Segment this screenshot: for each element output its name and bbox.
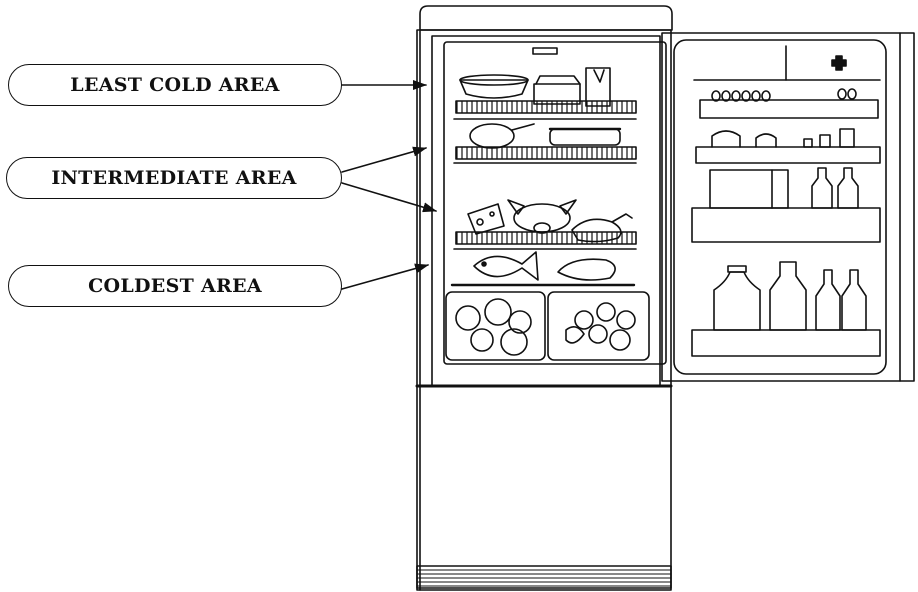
jar-icon bbox=[712, 131, 740, 147]
butter-box-icon bbox=[710, 170, 788, 208]
bottle-icon bbox=[812, 168, 832, 208]
small-bottle-icon bbox=[804, 139, 812, 147]
jar-icon bbox=[756, 134, 776, 147]
crisper-drawer-right bbox=[548, 292, 649, 360]
shelf-2-food bbox=[470, 124, 620, 148]
door-shelf-1 bbox=[696, 147, 880, 163]
pan-icon bbox=[470, 124, 514, 148]
arrow-intermediate-lower bbox=[342, 183, 436, 211]
cheese-hole bbox=[490, 212, 494, 216]
fridge-cabinet bbox=[417, 30, 671, 590]
bottle-icon bbox=[838, 168, 858, 208]
fridge-interior bbox=[444, 42, 666, 364]
fridge-top-cap bbox=[420, 6, 672, 30]
shelf-3 bbox=[456, 232, 636, 244]
shelf-1 bbox=[456, 101, 636, 113]
fruit-icon bbox=[589, 325, 607, 343]
apple-icon bbox=[471, 329, 493, 351]
light-switch bbox=[533, 48, 557, 54]
apple-icon bbox=[485, 299, 511, 325]
egg-icon bbox=[848, 89, 856, 99]
pan-handle bbox=[512, 124, 534, 130]
steak-icon bbox=[558, 259, 615, 280]
fridge-interior-frame bbox=[432, 36, 660, 386]
egg-icon bbox=[838, 89, 846, 99]
arrow-intermediate-upper bbox=[342, 148, 426, 172]
cross-symbol-icon bbox=[832, 56, 846, 70]
fish-eye bbox=[482, 262, 486, 266]
arrow-coldest bbox=[342, 265, 428, 289]
door-shelf-2 bbox=[692, 208, 880, 242]
milk-bottle-icon bbox=[770, 262, 806, 330]
egg-tray bbox=[700, 100, 878, 118]
jug-cap bbox=[728, 266, 746, 272]
tall-bottle-icon bbox=[816, 270, 840, 330]
fruit-icon bbox=[610, 330, 630, 350]
bowl-icon bbox=[460, 80, 528, 98]
carton-flap bbox=[594, 70, 604, 82]
small-bottle-icon bbox=[820, 135, 830, 147]
crisper-drawers bbox=[446, 292, 649, 360]
container-lid bbox=[536, 76, 580, 84]
open-door bbox=[662, 33, 914, 381]
pig-ear bbox=[560, 200, 576, 214]
shelf-2 bbox=[456, 147, 636, 159]
dish-icon bbox=[550, 129, 620, 145]
fruit-icon bbox=[597, 303, 615, 321]
base-grille bbox=[417, 566, 671, 588]
tall-bottle-icon bbox=[842, 270, 866, 330]
arrows bbox=[342, 85, 436, 289]
fruit-icon bbox=[575, 311, 593, 329]
large-jug-icon bbox=[714, 272, 760, 330]
cheese-hole bbox=[477, 219, 483, 225]
cheese-icon bbox=[468, 204, 504, 234]
fruit-icon bbox=[617, 311, 635, 329]
apple-icon bbox=[456, 306, 480, 330]
pig-ear bbox=[508, 200, 524, 214]
bottom-shelf-food bbox=[474, 252, 615, 280]
door-shelf-3 bbox=[692, 330, 880, 356]
apple-icon bbox=[501, 329, 527, 355]
small-bottle-icon bbox=[840, 129, 854, 147]
chicken-leg bbox=[612, 214, 632, 222]
